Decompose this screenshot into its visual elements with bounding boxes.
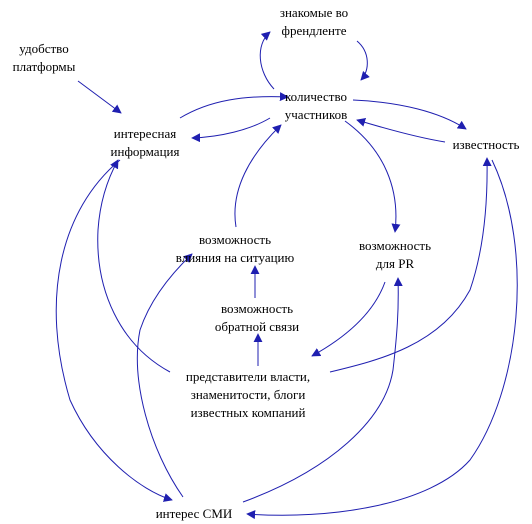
node-influence-possibility-line2: влияния на ситуацию [175, 250, 295, 265]
arrow-media-to-pr [242, 277, 403, 503]
node-known-in-friendfeed-line2: френдленте [281, 23, 347, 38]
arrow-authorities-to-fame [329, 157, 492, 373]
node-pr-possibility-line2: для PR [375, 256, 415, 271]
node-pr-possibility-line1: возможность [358, 238, 432, 253]
arrow-participants-to-pr [344, 120, 401, 233]
node-influence-possibility-line1: возможность [198, 232, 272, 247]
arrow-participants-to-fame [352, 99, 467, 130]
node-known-in-friendfeed: знакомые во френдленте [280, 4, 348, 40]
arrow-info-to-media [55, 159, 173, 502]
node-platform-convenience-line2: платформы [12, 59, 76, 74]
arrow-platform-to-info [77, 80, 122, 114]
arrow-pr-to-authorities [311, 281, 386, 357]
node-fame-line1: известность [452, 137, 520, 152]
node-pr-possibility: возможность для PR [359, 237, 431, 273]
node-authorities: представители власти, знаменитости, блог… [186, 368, 310, 422]
node-feedback-possibility: возможность обратной связи [215, 300, 299, 336]
node-interesting-info-line2: информация [110, 144, 180, 159]
node-platform-convenience-line1: удобство [19, 41, 69, 56]
arrow-friendfeed-to-participants [356, 40, 370, 81]
node-participants-count-line2: участников [284, 107, 348, 122]
arrow-info-to-participants [179, 92, 289, 119]
arrow-authorities-to-info [97, 159, 171, 373]
node-participants-count: количество участников [285, 88, 347, 124]
arrow-participants-to-friendfeed [259, 31, 275, 90]
node-authorities-line3: известных компаний [190, 405, 306, 420]
node-platform-convenience: удобство платформы [13, 40, 76, 76]
arrow-fame-to-media [246, 159, 518, 520]
node-media-interest: интерес СМИ [156, 505, 233, 523]
node-interesting-info: интересная информация [111, 125, 180, 161]
arrow-participants-to-info [191, 117, 271, 143]
node-known-in-friendfeed-line1: знакомые во [279, 5, 349, 20]
node-fame: известность [453, 136, 520, 154]
node-participants-count-line1: количество [284, 89, 348, 104]
node-interesting-info-line1: интересная [113, 126, 177, 141]
node-authorities-line1: представители власти, [185, 369, 311, 384]
node-feedback-possibility-line1: возможность [220, 301, 294, 316]
arrow-influence-to-participants [234, 124, 282, 228]
arrow-fame-to-participants [356, 118, 446, 143]
node-influence-possibility: возможность влияния на ситуацию [176, 231, 294, 267]
node-feedback-possibility-line2: обратной связи [214, 319, 300, 334]
node-authorities-line2: знаменитости, блоги [190, 387, 306, 402]
arrow-media-to-influence [137, 253, 193, 498]
node-media-interest-line1: интерес СМИ [155, 506, 233, 521]
